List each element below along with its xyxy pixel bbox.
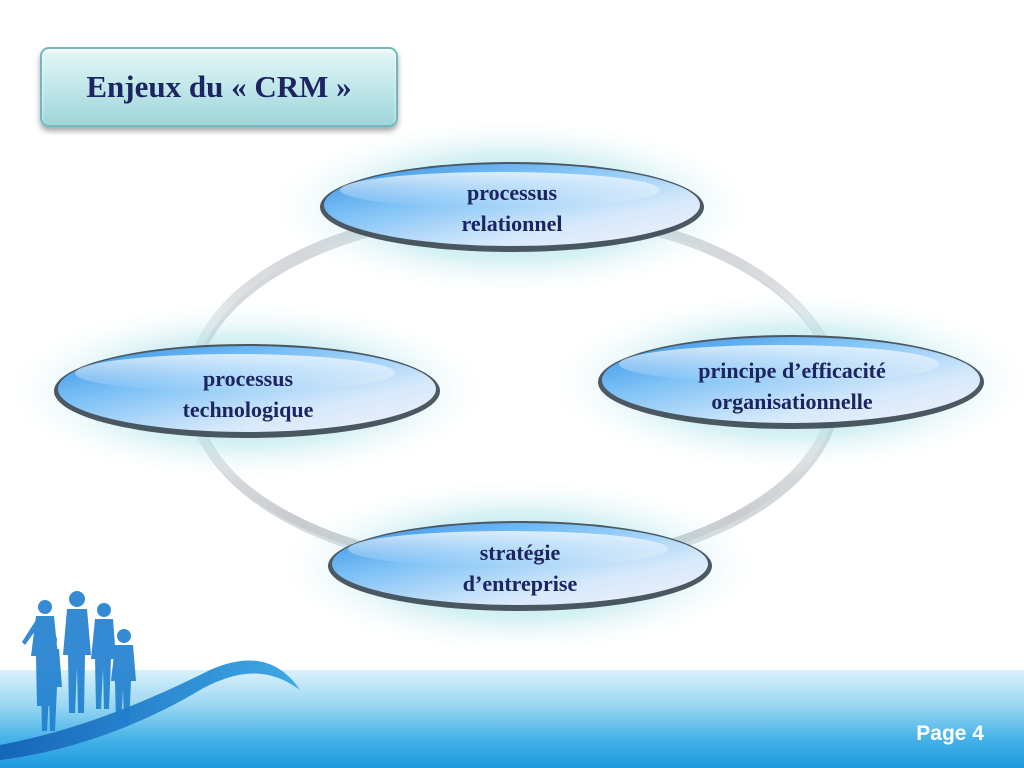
node-right-line-1: principe d’efficacité (698, 358, 886, 383)
node-left-line-2: technologique (182, 397, 314, 422)
node-left-shape (54, 344, 440, 438)
node-bottom-shape (328, 521, 712, 611)
node-bottom-label: stratégie d’entreprise (370, 532, 670, 604)
node-right-line-2: organisationnelle (711, 389, 873, 414)
node-bottom-line-1: stratégie (479, 540, 561, 565)
node-left-label: processus technologique (98, 358, 398, 430)
node-right-label: principe d’efficacité organisationnelle (632, 350, 952, 422)
node-top-line-1: processus (466, 180, 558, 205)
business-people-silhouettes-icon (22, 591, 136, 731)
node-top-shape (320, 162, 704, 252)
swoosh-decoration-icon (0, 660, 300, 760)
node-top-label: processus relationnel (362, 172, 662, 244)
node-left-line-1: processus (202, 366, 294, 391)
footer-band (0, 670, 1024, 768)
node-bottom-line-2: d’entreprise (462, 571, 578, 596)
node-top-line-2: relationnel (461, 211, 563, 236)
slide-title: Enjeux du « CRM » (86, 69, 352, 104)
title-box: Enjeux du « CRM » (40, 47, 398, 127)
node-right-shape (598, 335, 984, 429)
page-number: Page 4 (916, 722, 984, 745)
